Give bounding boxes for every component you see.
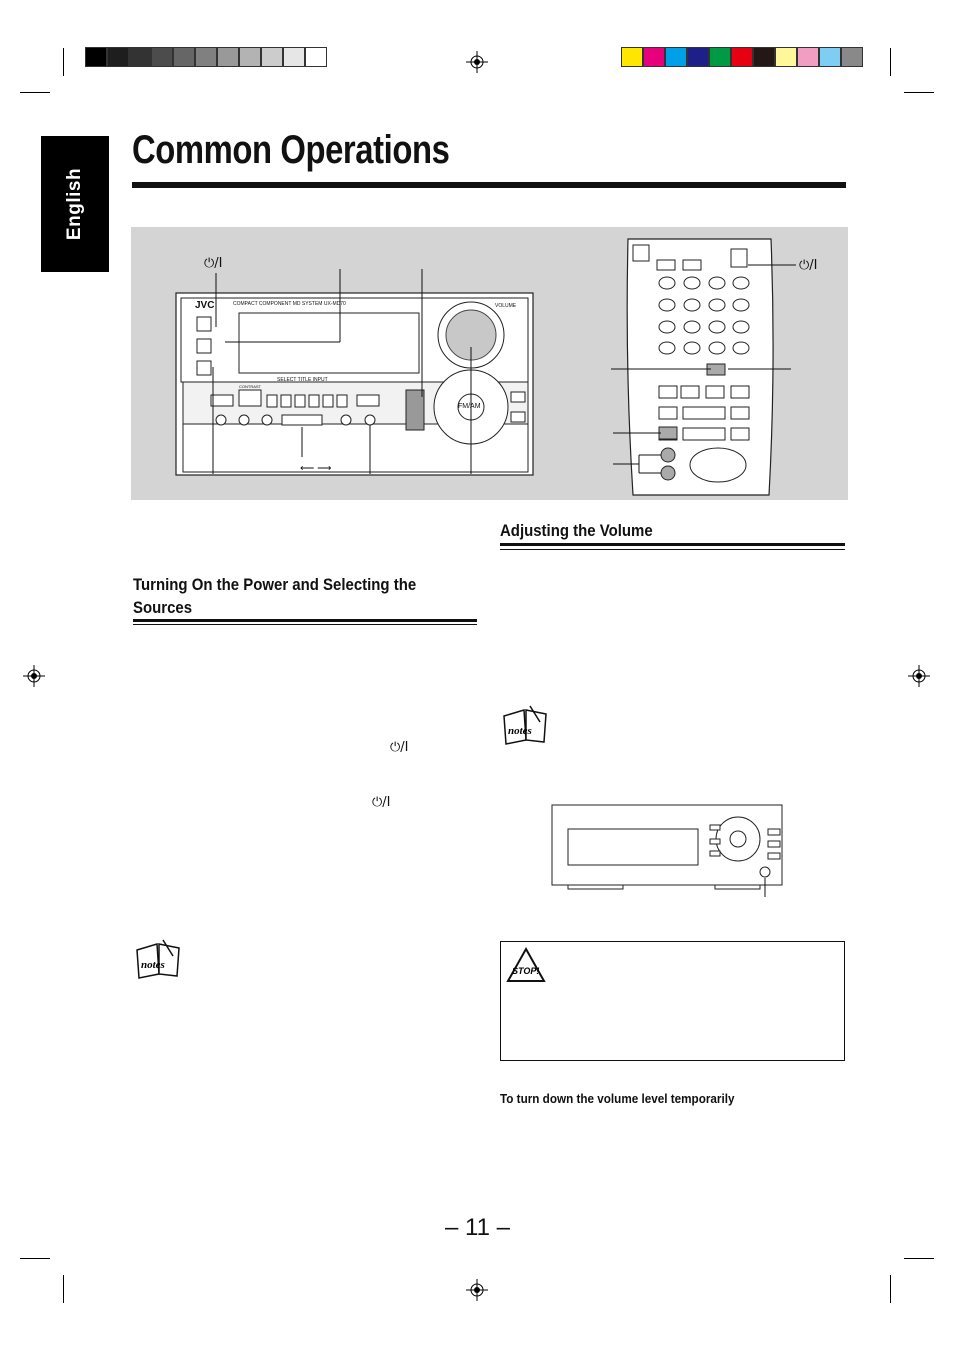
color-swatch <box>775 47 797 67</box>
section-rule <box>500 549 845 550</box>
gray-swatch <box>261 47 283 67</box>
page-number: – 11 – <box>445 1214 510 1241</box>
crop-mark <box>890 48 891 76</box>
color-swatch <box>665 47 687 67</box>
page-title: Common Operations <box>132 128 450 172</box>
contrast-label: CONTRAST <box>239 384 261 389</box>
section-heading-power: Turning On the Power and Selecting the S… <box>133 575 417 617</box>
unit-front-panel-illustration <box>551 804 783 897</box>
cursor-arrows: ⟵ ⟶ <box>300 463 332 474</box>
color-swatch <box>643 47 665 67</box>
gray-swatch <box>129 47 151 67</box>
crop-mark <box>904 92 934 93</box>
gray-swatch <box>107 47 129 67</box>
color-swatch <box>819 47 841 67</box>
power-symbol-inline: ⏻/I <box>372 795 391 810</box>
power-symbol-label: ⏻/I <box>204 256 223 271</box>
section-rule <box>133 624 477 625</box>
color-swatch <box>753 47 775 67</box>
registration-mark-icon <box>466 51 488 73</box>
crop-mark <box>890 1275 891 1303</box>
color-swatch <box>687 47 709 67</box>
subheading-mute: To turn down the volume level temporaril… <box>500 1091 735 1106</box>
gray-swatch <box>173 47 195 67</box>
crop-mark <box>63 48 64 76</box>
stop-icon: STOP! <box>506 946 546 982</box>
power-symbol-label: ⏻/I <box>799 258 818 273</box>
stop-icon-text: STOP! <box>512 966 539 976</box>
section-rule <box>133 619 477 622</box>
gray-swatch <box>283 47 305 67</box>
crop-mark <box>904 1258 934 1259</box>
color-swatch <box>731 47 753 67</box>
section-rule <box>500 543 845 546</box>
registration-mark-icon <box>466 1279 488 1301</box>
notes-icon: notes <box>503 705 547 745</box>
color-swatch <box>841 47 863 67</box>
grayscale-calibration-bar <box>85 47 327 67</box>
color-swatch <box>709 47 731 67</box>
gray-swatch <box>85 47 107 67</box>
language-label: English <box>64 167 85 241</box>
crop-mark <box>20 1258 50 1259</box>
color-swatch <box>621 47 643 67</box>
notes-icon-text: notes <box>508 725 532 737</box>
color-swatch <box>797 47 819 67</box>
color-calibration-bar <box>621 47 863 67</box>
caution-box: STOP! <box>500 941 845 1061</box>
notes-icon: notes <box>136 939 180 979</box>
notes-icon-text: notes <box>141 959 165 971</box>
registration-mark-icon <box>908 665 930 687</box>
volume-label: VOLUME <box>495 303 517 309</box>
model-text: COMPACT COMPONENT MD SYSTEM UX-MD70 <box>233 301 346 307</box>
gray-swatch <box>217 47 239 67</box>
gray-swatch <box>239 47 261 67</box>
registration-mark-icon <box>23 665 45 687</box>
device-illustration: ⏻/I ⏻/I JVC COMPACT COMPONENT MD SYSTEM … <box>131 227 848 500</box>
crop-mark <box>20 92 50 93</box>
gray-swatch <box>195 47 217 67</box>
language-side-tab: English <box>41 136 109 272</box>
section-heading-volume: Adjusting the Volume <box>500 521 653 540</box>
gray-swatch <box>151 47 173 67</box>
select-title-input-label: SELECT TITLE INPUT <box>277 377 328 383</box>
fm-am-label: FM/AM <box>458 403 481 410</box>
brand-logo: JVC <box>195 300 215 311</box>
crop-mark <box>63 1275 64 1303</box>
gray-swatch <box>305 47 327 67</box>
title-rule <box>132 182 846 188</box>
power-symbol-inline: ⏻/I <box>390 740 409 755</box>
